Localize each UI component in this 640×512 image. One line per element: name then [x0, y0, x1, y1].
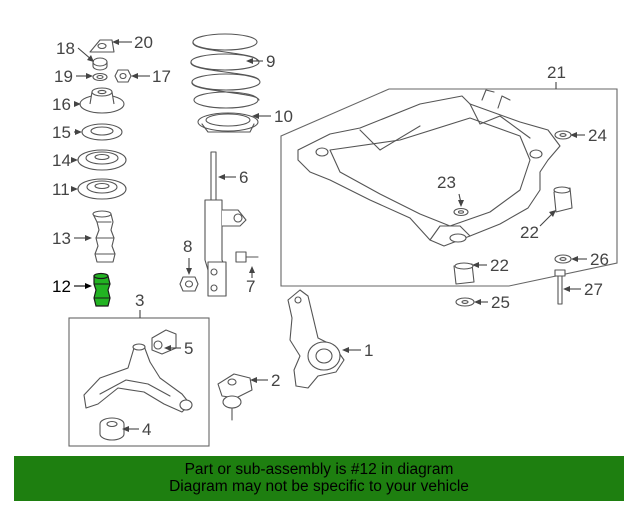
svg-text:5: 5 — [184, 339, 193, 358]
svg-text:6: 6 — [239, 168, 248, 187]
part-7-bolt[interactable] — [235, 251, 259, 263]
callout-7: 7 — [246, 266, 255, 296]
part-16-strut-mount[interactable] — [79, 87, 125, 114]
part-9-coil-spring[interactable] — [190, 33, 261, 109]
callout-3: 3 — [135, 291, 144, 318]
subframe-group-box — [280, 88, 618, 287]
callout-23: 23 — [437, 173, 464, 207]
svg-text:4: 4 — [142, 420, 151, 439]
part-3-lower-control-arm[interactable] — [83, 343, 193, 413]
callout-15: 15 — [52, 123, 82, 142]
svg-text:1: 1 — [364, 341, 373, 360]
part-2-ball-joint[interactable] — [217, 373, 253, 421]
part-8-nut[interactable] — [179, 276, 199, 292]
callout-20: 20 — [112, 33, 153, 52]
svg-text:22: 22 — [520, 223, 539, 242]
svg-text:23: 23 — [437, 173, 456, 192]
part-6-strut[interactable] — [204, 151, 247, 297]
part-14-spring-seat[interactable] — [77, 149, 127, 171]
info-banner: Part or sub-assembly is #12 in diagram D… — [14, 456, 624, 501]
callout-22a: 22 — [520, 210, 556, 242]
callout-13: 13 — [52, 229, 92, 248]
part-13-dust-boot[interactable] — [92, 210, 116, 263]
callout-16: 16 — [52, 95, 81, 114]
callout-8: 8 — [183, 237, 192, 275]
part-22-bushing-lower[interactable] — [453, 262, 475, 285]
part-12-bump-stop[interactable] — [93, 272, 111, 307]
part-27-bolt[interactable] — [554, 269, 566, 305]
svg-text:18: 18 — [56, 39, 75, 58]
parts-diagram: 20 18 19 17 16 15 14 11 13 — [52, 33, 618, 447]
part-26-washer[interactable] — [554, 254, 572, 264]
part-23-washer[interactable] — [453, 207, 469, 217]
svg-text:20: 20 — [134, 33, 153, 52]
callout-27: 27 — [563, 280, 603, 299]
svg-text:25: 25 — [491, 293, 510, 312]
part-4-bushing[interactable] — [99, 417, 125, 441]
callout-12: 12 — [52, 277, 92, 296]
svg-text:26: 26 — [590, 250, 609, 269]
callout-1: 1 — [342, 341, 373, 360]
svg-text:3: 3 — [135, 291, 144, 310]
svg-text:16: 16 — [52, 95, 71, 114]
banner-line-2: Diagram may not be specific to your vehi… — [169, 478, 469, 495]
banner-line-1: Part or sub-assembly is #12 in diagram — [184, 461, 454, 478]
part-20-cap[interactable] — [89, 39, 115, 53]
svg-text:12: 12 — [52, 277, 71, 296]
svg-text:24: 24 — [588, 126, 607, 145]
svg-text:15: 15 — [52, 123, 71, 142]
svg-text:14: 14 — [52, 151, 71, 170]
callout-9: 9 — [246, 52, 275, 71]
callout-22b: 22 — [472, 256, 509, 275]
callout-24: 24 — [570, 126, 607, 145]
svg-text:10: 10 — [274, 107, 293, 126]
part-10-lower-spring-seat[interactable] — [197, 112, 259, 133]
svg-text:17: 17 — [152, 67, 171, 86]
part-15-bearing[interactable] — [81, 123, 123, 141]
callout-11: 11 — [52, 180, 78, 199]
callout-6: 6 — [218, 168, 248, 187]
part-24-washer[interactable] — [554, 130, 572, 140]
callout-21: 21 — [547, 63, 566, 89]
svg-text:11: 11 — [52, 180, 70, 199]
part-17-nut[interactable] — [114, 69, 132, 83]
svg-text:22: 22 — [490, 256, 509, 275]
svg-text:13: 13 — [52, 229, 71, 248]
part-1-steering-knuckle[interactable] — [287, 289, 345, 389]
callout-26: 26 — [571, 250, 609, 269]
callout-10: 10 — [252, 107, 293, 126]
svg-text:19: 19 — [54, 67, 73, 86]
callout-19: 19 — [54, 67, 93, 86]
part-11-spring-pad[interactable] — [77, 178, 127, 200]
callout-2: 2 — [250, 371, 280, 390]
svg-text:9: 9 — [266, 52, 275, 71]
callout-14: 14 — [52, 151, 78, 170]
callout-4: 4 — [122, 420, 151, 439]
svg-text:2: 2 — [271, 371, 280, 390]
part-19-washer[interactable] — [92, 72, 108, 82]
svg-text:21: 21 — [547, 63, 566, 82]
part-21-subframe[interactable] — [297, 89, 561, 247]
part-5-bushing[interactable] — [151, 329, 177, 355]
lower-arm-group-box — [68, 317, 210, 447]
part-18-nut[interactable] — [92, 57, 108, 71]
svg-text:7: 7 — [246, 277, 255, 296]
callout-17: 17 — [131, 67, 171, 86]
callout-5: 5 — [164, 339, 193, 358]
part-22-bushing-upper[interactable] — [553, 186, 573, 213]
callout-18: 18 — [56, 39, 94, 62]
callout-25: 25 — [474, 293, 510, 312]
svg-text:8: 8 — [183, 237, 192, 256]
svg-text:27: 27 — [584, 280, 603, 299]
part-25-washer[interactable] — [455, 297, 475, 307]
